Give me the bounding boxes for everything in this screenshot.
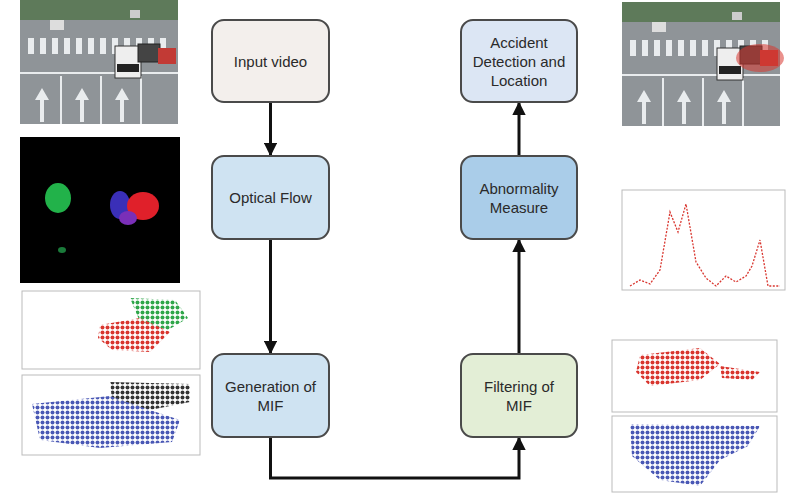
road-photo — [20, 0, 178, 124]
flow-arrow — [518, 103, 521, 155]
box-label: Accident Detection and Location — [472, 33, 566, 90]
box-label: Input video — [234, 52, 307, 71]
box-label: Optical Flow — [229, 188, 312, 207]
flow-arrow — [269, 103, 272, 155]
scatter-plot — [612, 340, 777, 412]
scatter-plot — [22, 291, 200, 369]
process-box: Input video — [211, 19, 330, 103]
process-box: Accident Detection and Location — [460, 19, 578, 103]
process-box: Filtering of MIF — [460, 353, 578, 438]
flow-arrow — [269, 240, 272, 353]
flow-arrow — [518, 240, 521, 353]
scatter-plot — [612, 416, 777, 492]
process-box: Abnormality Measure — [460, 155, 578, 240]
line-chart — [622, 190, 785, 290]
box-label: Abnormality Measure — [472, 179, 566, 217]
box-label: Generation of MIF — [223, 377, 318, 415]
optical-flow-image — [20, 137, 180, 283]
process-box: Optical Flow — [211, 155, 330, 240]
process-box: Generation of MIF — [211, 353, 330, 438]
scatter-plot — [22, 375, 200, 455]
flow-arrow — [271, 438, 520, 478]
box-label: Filtering of MIF — [472, 377, 566, 415]
